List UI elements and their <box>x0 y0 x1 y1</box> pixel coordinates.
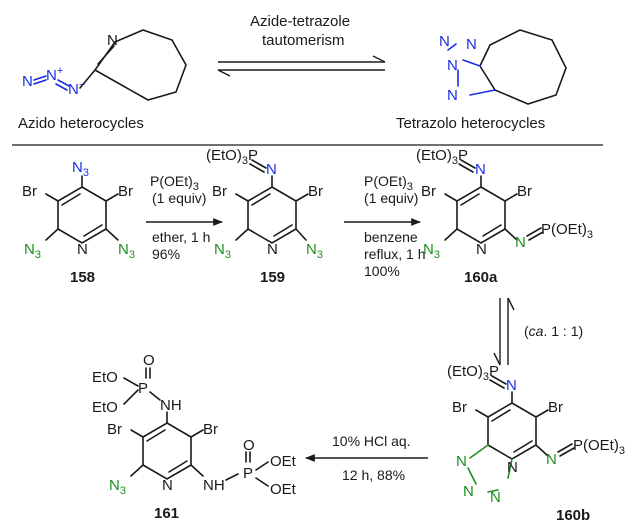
c160b-br-right: Br <box>548 399 563 416</box>
c161-br-left: Br <box>107 421 122 438</box>
compound-158-label: 158 <box>70 269 95 286</box>
compound-159-structure <box>235 159 309 244</box>
tetrazole-n2: N <box>447 57 458 74</box>
tautomerism-label-line1: Azide-tetrazole <box>250 13 350 30</box>
azido-heterocycles-caption: Azido heterocycles <box>18 115 144 132</box>
tetrazole-n3: N <box>447 87 458 104</box>
c161-bottom-o: O <box>243 437 255 454</box>
step1-reagent: P(OEt)3 <box>150 173 199 193</box>
compound-159-label: 159 <box>260 269 285 286</box>
equilibrium-arrows-header <box>217 55 386 77</box>
c161-bottom-nh: NH <box>203 477 225 494</box>
compound-161-label: 161 <box>154 505 179 522</box>
compound-158-structure <box>45 175 119 244</box>
c160b-bridge-n: N <box>507 459 518 476</box>
c161-top-eto2: EtO <box>92 399 118 416</box>
compound-160a-label: 160a <box>464 269 498 286</box>
step1-yield: 96% <box>152 246 180 262</box>
step1-solvent-time: ether, 1 h <box>152 229 210 245</box>
tetrazolo-heterocycles-caption: Tetrazolo heterocycles <box>396 115 545 132</box>
c160b-phosphazene-p2: P(OEt)3 <box>573 437 625 457</box>
step2-yield: 100% <box>364 263 400 279</box>
c161-br-right: Br <box>203 421 218 438</box>
tetrazole-n4: N <box>466 36 477 53</box>
c161-bottom-oet2: OEt <box>270 481 297 498</box>
c160a-ring-n: N <box>476 241 487 258</box>
c161-bottom-p: P <box>243 465 253 482</box>
tetrazole-n1: N <box>439 33 450 50</box>
c160b-br-left: Br <box>452 399 467 416</box>
compound-161-structure <box>123 367 269 487</box>
c161-bottom-oet1: OEt <box>270 453 297 470</box>
c160a-phosphazene-n2: N <box>515 234 526 251</box>
ring-nitrogen-label: N <box>107 32 118 49</box>
c161-top-eto1: EtO <box>92 369 118 386</box>
c161-n3: N3 <box>109 477 126 497</box>
c160b-phosphazene-n: N <box>506 377 517 394</box>
c160a-phosphazene-n: N <box>475 161 486 178</box>
azide-n-terminal: N <box>22 73 33 90</box>
compound-160a-structure <box>444 159 544 244</box>
c160a-phosphazene-p2: P(OEt)3 <box>541 221 593 241</box>
c158-n3-top: N3 <box>72 159 89 179</box>
c159-br-right: Br <box>308 183 323 200</box>
c160b-phosphazene-n2: N <box>546 451 557 468</box>
equilibrium-ratio-label: (ca. 1 : 1) <box>524 323 583 339</box>
step2-equiv: (1 equiv) <box>364 190 418 206</box>
c158-br-right: Br <box>118 183 133 200</box>
c161-top-nh: NH <box>160 397 182 414</box>
c160b-tetrazole-n1: N <box>456 453 467 470</box>
step2-reagent: P(OEt)3 <box>364 173 413 193</box>
tautomerism-label-line2: tautomerism <box>262 32 345 49</box>
step1-equiv: (1 equiv) <box>152 190 206 206</box>
azide-n-inner: N− <box>68 79 85 98</box>
c158-ring-n: N <box>77 241 88 258</box>
c159-phosphazene-n: N <box>266 161 277 178</box>
step3-reagent: 10% HCl aq. <box>332 433 411 449</box>
c161-top-p: P <box>138 380 148 397</box>
c160a-n3-left: N3 <box>423 241 440 261</box>
step2-solvent: benzene <box>364 229 418 245</box>
c161-ring-n: N <box>162 477 173 494</box>
c159-br-left: Br <box>212 183 227 200</box>
c159-n3-right: N3 <box>306 241 323 261</box>
c158-n3-right: N3 <box>118 241 135 261</box>
azido-heterocycle-structure: N N N+ N− <box>22 29 187 101</box>
c160b-tetrazole-n3: N <box>490 489 501 506</box>
c160a-br-left: Br <box>421 183 436 200</box>
c159-ring-n: N <box>267 241 278 258</box>
step2-temp-time: reflux, 1 h <box>364 246 425 262</box>
step3-time-yield: 12 h, 88% <box>342 467 405 483</box>
compound-160b-label: 160b <box>556 507 590 524</box>
c158-br-left: Br <box>22 183 37 200</box>
equilibrium-arrows-160 <box>493 297 515 366</box>
c160a-br-right: Br <box>517 183 532 200</box>
tetrazolo-heterocycle-structure: N N N N <box>439 29 567 105</box>
compound-160b-structure <box>467 375 575 493</box>
c159-n3-left: N3 <box>214 241 231 261</box>
c158-n3-left: N3 <box>24 241 41 261</box>
c160b-tetrazole-n2: N <box>463 483 474 500</box>
c161-top-o: O <box>143 352 155 369</box>
